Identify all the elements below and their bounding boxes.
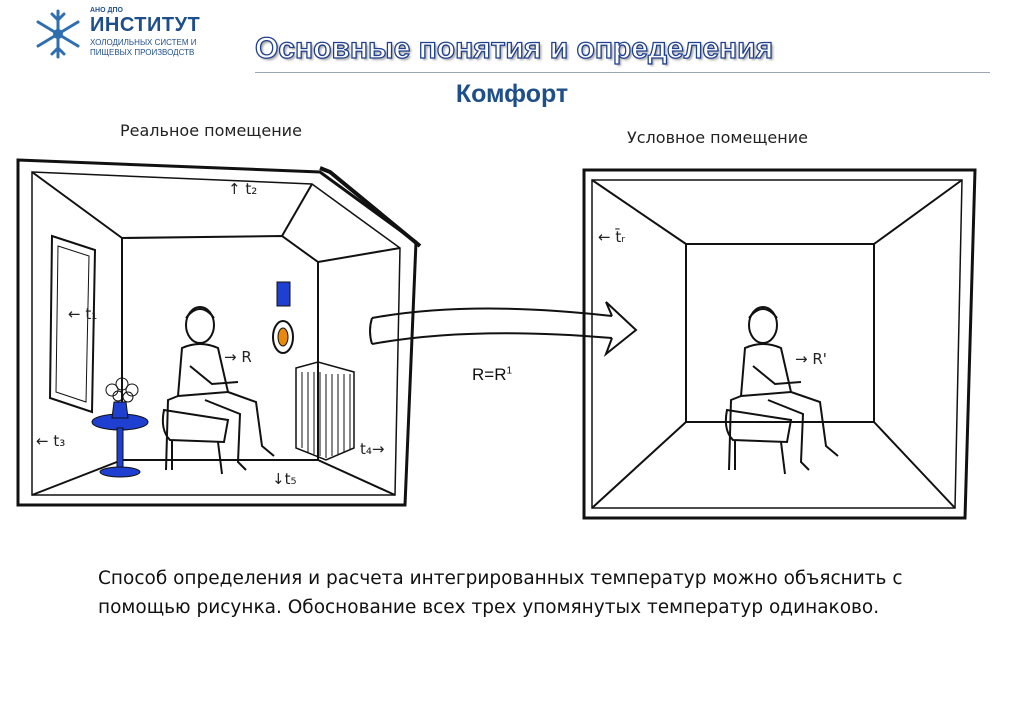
equation-base: R=R (472, 365, 506, 384)
label-r-right: → R' (795, 350, 827, 368)
label-t3: ← t₃ (36, 432, 65, 450)
conditional-room-drawing (584, 170, 975, 518)
label-t1: ← t₁ (68, 305, 97, 323)
explanation-paragraph: Способ определения и расчета интегрирова… (98, 564, 938, 622)
equation-sup: 1 (506, 365, 512, 376)
label-t4: t₄→ (360, 440, 384, 458)
label-t2: ↑ t₂ (228, 180, 257, 198)
equation-r: R=R1 (472, 365, 512, 385)
label-tr: ← t̄ᵣ (598, 228, 625, 246)
label-r-left: → R (224, 348, 252, 366)
label-t5: ↓t₅ (272, 470, 296, 488)
transition-arrow (370, 302, 636, 354)
